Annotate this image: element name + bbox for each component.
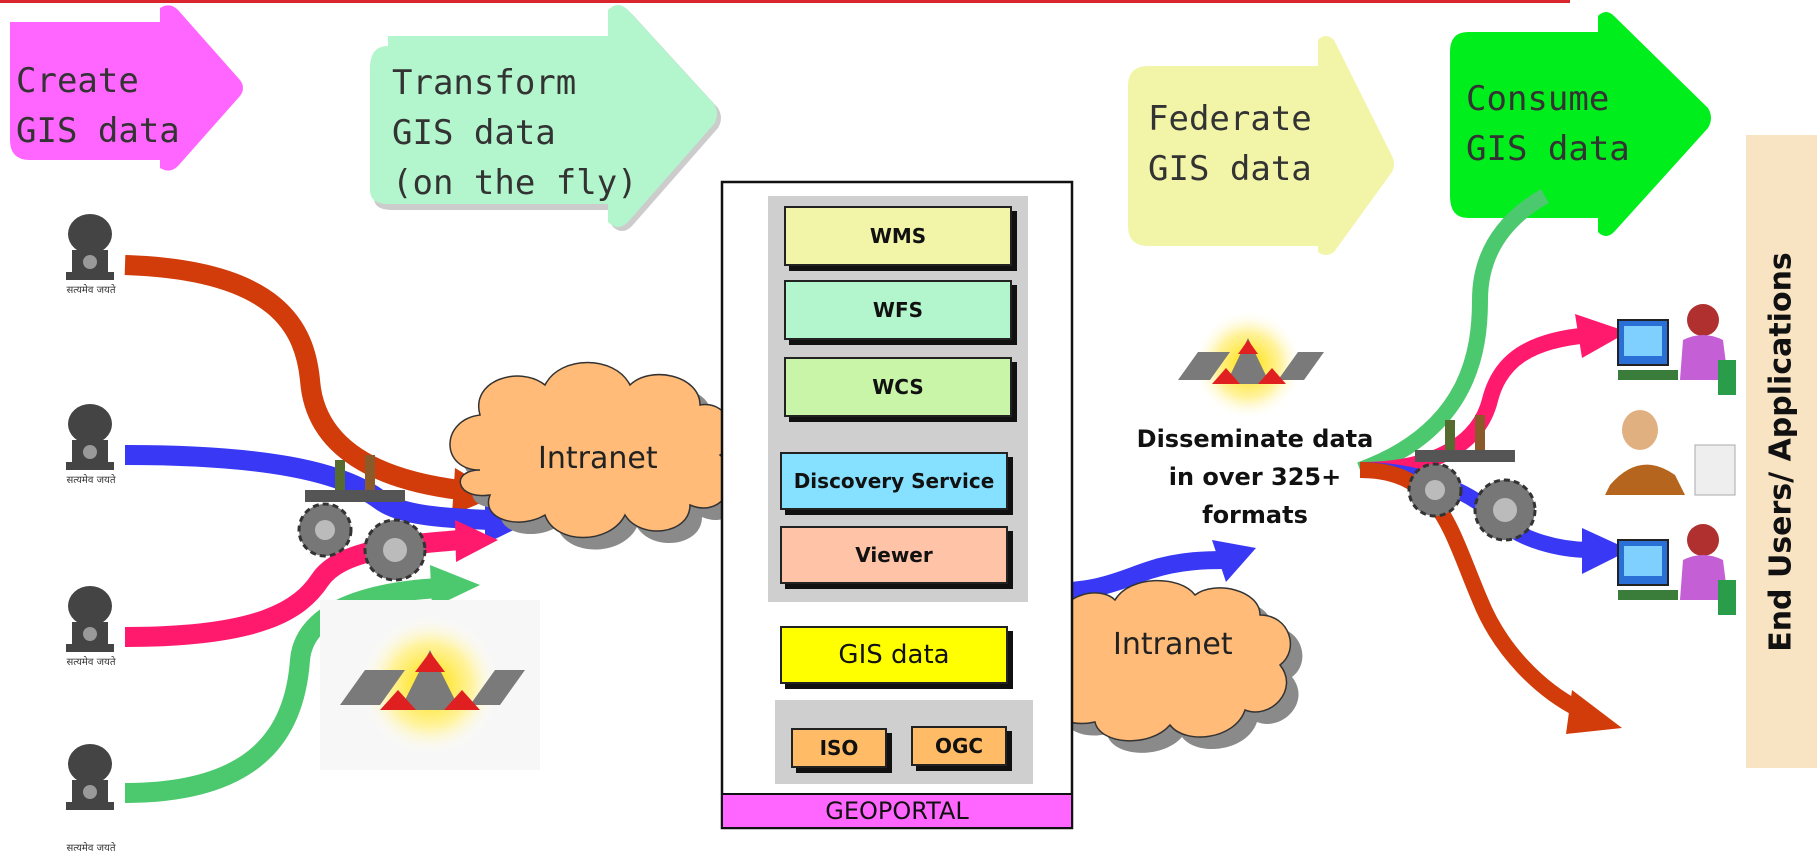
right-cloud bbox=[1032, 579, 1291, 742]
federate-stage-label: Federate GIS data bbox=[1148, 99, 1312, 189]
fme-logo-icon bbox=[320, 600, 540, 770]
gis-data-store: GIS data bbox=[780, 626, 1008, 684]
pink-output-arrow bbox=[1359, 327, 1591, 478]
green-flow-arrowhead bbox=[430, 565, 480, 608]
geoportal-title: GEOPORTAL bbox=[825, 797, 969, 825]
end-users-label: End Users/ Applications bbox=[1763, 252, 1799, 652]
disseminate-text: Disseminate data in over 325+ formats bbox=[1136, 425, 1374, 529]
red-flow-arrow bbox=[124, 255, 462, 500]
blue-output-arrowhead bbox=[1582, 528, 1630, 574]
fme-logo-icon bbox=[1178, 310, 1324, 420]
wms-service: WMS bbox=[784, 206, 1012, 266]
transform-stage-arrow bbox=[370, 5, 717, 227]
transform-stage-label: Transform GIS data (on the fly) bbox=[392, 63, 638, 203]
consume-stage-label: Consume GIS data bbox=[1466, 79, 1630, 169]
dissemination-flow-arrow bbox=[1044, 551, 1226, 601]
user-computer-icon bbox=[1617, 524, 1736, 615]
create-stage-label: Create GIS data bbox=[16, 61, 180, 151]
top-rule bbox=[0, 0, 1570, 3]
wfs-service: WFS bbox=[784, 280, 1012, 340]
dissemination-flow-arrowhead bbox=[1212, 540, 1256, 582]
intranet-label-right: Intranet bbox=[1113, 627, 1233, 662]
ogc-standard: OGC bbox=[911, 726, 1007, 766]
red-output-arrowhead bbox=[1566, 690, 1622, 734]
gear-machine-icon bbox=[297, 455, 427, 582]
federate-stage-arrow bbox=[1128, 36, 1394, 255]
green-flow-arrow bbox=[124, 578, 441, 803]
discovery-service: Discovery Service bbox=[780, 452, 1008, 510]
emblem-caption: सत्यमेव जयते bbox=[66, 475, 116, 486]
ashoka-emblem-icon bbox=[66, 214, 114, 810]
emblem-caption: सत्यमेव जयते bbox=[66, 285, 116, 296]
geoportal-title-bar bbox=[721, 793, 1073, 829]
wcs-service: WCS bbox=[784, 357, 1012, 417]
gear-machine-icon bbox=[1407, 415, 1537, 542]
intranet-label-left: Intranet bbox=[538, 441, 658, 476]
viewer-service: Viewer bbox=[780, 526, 1008, 584]
consume-stage-arrow bbox=[1450, 12, 1711, 236]
create-stage-arrow bbox=[10, 5, 243, 171]
emblem-caption: सत्यमेव जयते bbox=[66, 657, 116, 668]
user-computer-icon bbox=[1617, 304, 1736, 395]
pink-flow-arrowhead bbox=[455, 520, 498, 562]
green-output-arrow bbox=[1357, 189, 1549, 478]
pink-output-arrowhead bbox=[1575, 314, 1628, 358]
businessman-icon bbox=[1605, 410, 1736, 496]
end-users-panel bbox=[1746, 135, 1817, 768]
emblem-caption: सत्यमेव जयते bbox=[66, 843, 116, 854]
iso-standard: ISO bbox=[791, 728, 887, 768]
